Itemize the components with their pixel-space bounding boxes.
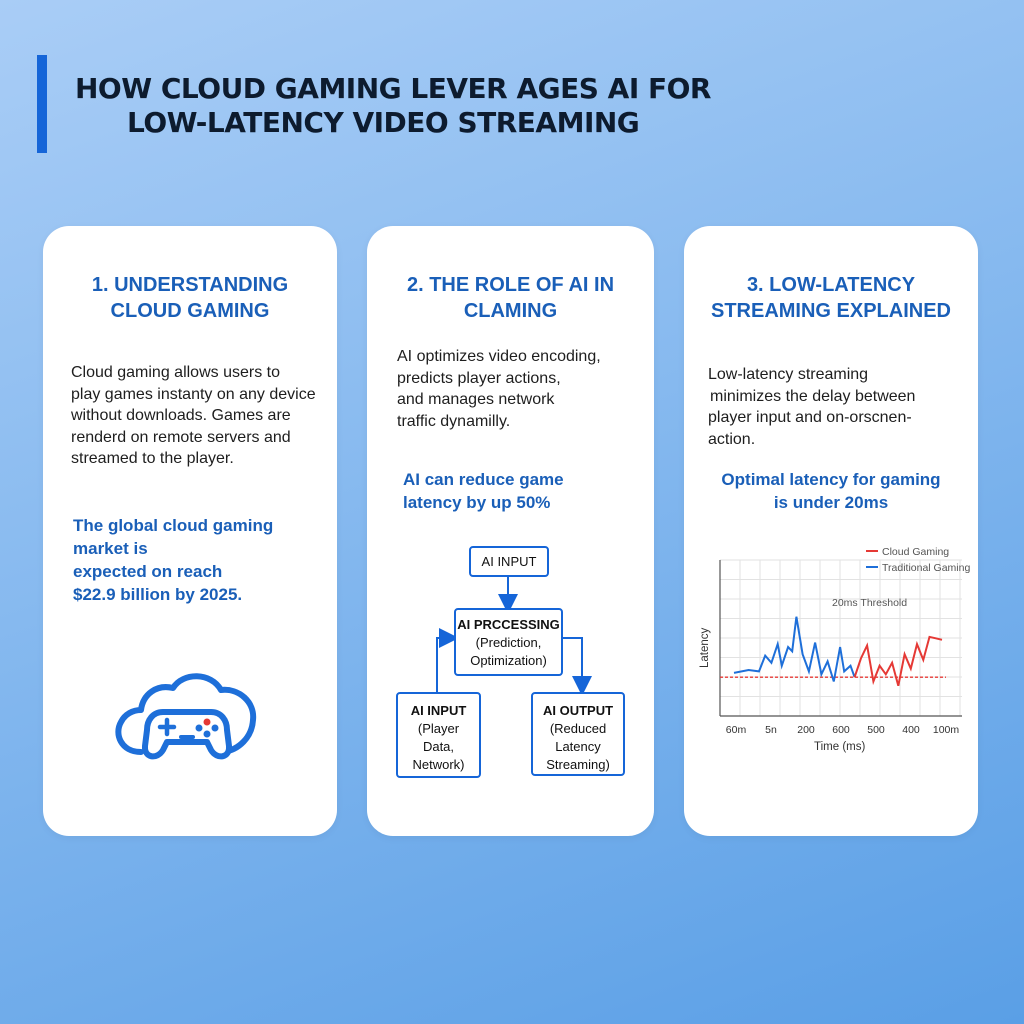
flow-box-title: AI OUTPUT	[542, 703, 614, 718]
flow-box-ai-input: AI INPUT (Player Data, Network)	[396, 692, 481, 778]
card-stat-line: expected on reach	[73, 562, 223, 581]
y-axis-label: Latency	[699, 627, 711, 668]
page-title: HOW CLOUD GAMING LEVER AGES AI FOR LOW-L…	[75, 72, 711, 140]
title-accent-bar	[37, 55, 47, 153]
x-tick-label: 500	[867, 724, 885, 736]
card-title-line: CLAMING	[463, 300, 558, 322]
card-body-line: renderd on remote servers and	[71, 428, 291, 446]
flow-box-line: (Reduced	[549, 721, 607, 736]
page-title-line2: LOW-LATENCY VIDEO STREAMING	[127, 106, 640, 139]
card-body: Cloud gaming allows users to play games …	[71, 362, 316, 470]
card-stat-line: is under 20ms	[773, 493, 889, 512]
card-stat-line: The global cloud gaming	[73, 516, 274, 535]
x-tick-label: 100m	[933, 724, 960, 736]
card-title-line: 3. LOW-LATENCY	[746, 274, 916, 296]
flow-box-ai-output: AI OUTPUT (Reduced Latency Streaming)	[531, 692, 625, 776]
card-body-line: minimizes the delay between	[710, 387, 916, 405]
latency-line-chart: 20ms Threshold Cloud Gaming Traditional …	[699, 546, 970, 753]
flow-box-line: (Prediction,	[475, 635, 542, 650]
card-stat: The global cloud gaming market is expect…	[73, 514, 273, 606]
card-title-line: 1. UNDERSTANDING	[91, 274, 289, 296]
card-title: 1. UNDERSTANDING CLOUD GAMING	[43, 272, 337, 324]
flow-box-line: Data,	[422, 739, 455, 754]
card-title-line: CLOUD GAMING	[110, 300, 270, 322]
cloud-gamepad-icon	[115, 673, 257, 760]
flow-box-line: Latency	[555, 739, 601, 754]
card-body-line: without downloads. Games are	[71, 407, 291, 424]
x-axis-label: Time (ms)	[814, 741, 865, 753]
card-title-line: STREAMING EXPLAINED	[710, 300, 952, 322]
chart-legend: Cloud Gaming Traditional Gaming	[866, 546, 970, 574]
card-body-line: Low-latency streaming	[708, 366, 869, 383]
flow-arrows	[436, 577, 592, 696]
card-body-line: and manages network	[397, 391, 555, 408]
card-body-line: traffic dynamilly.	[397, 412, 511, 430]
card-body-line: player input and on-orscnen-	[708, 409, 912, 426]
page-title-line1: HOW CLOUD GAMING LEVER AGES AI FOR	[75, 72, 711, 105]
flow-box-ai-processing: AI PRCCESSING (Prediction, Optimization)	[454, 608, 563, 676]
x-tick-label: 200	[797, 724, 815, 736]
card-body-line: predicts player actions,	[397, 369, 561, 387]
flow-box-line: Streaming)	[546, 757, 610, 772]
x-tick-label: 5n	[765, 724, 777, 736]
flow-box-title: AI PRCCESSING	[457, 617, 560, 632]
card-body: Low-latency streaming minimizes the dela…	[708, 364, 915, 450]
legend-label-cloud-gaming: Cloud Gaming	[882, 546, 949, 558]
threshold-label: 20ms Threshold	[832, 597, 907, 609]
card-stat-line: Optimal latency for gaming	[721, 470, 941, 489]
card-body: AI optimizes video encoding, predicts pl…	[397, 346, 601, 432]
card-role-of-ai: 2. THE ROLE OF AI IN CLAMING AI optimize…	[367, 226, 654, 836]
flow-box-title: AI INPUT	[410, 703, 467, 718]
arrow-player-to-processing	[436, 628, 459, 692]
card-body-line: action.	[708, 430, 756, 448]
card-understanding-cloud-gaming: 1. UNDERSTANDING CLOUD GAMING Cloud gami…	[43, 226, 337, 836]
card-title-line: 2. THE ROLE OF AI IN	[406, 274, 615, 296]
card-stat-line: $22.9 billion by 2025.	[73, 585, 243, 604]
x-tick-label: 60m	[726, 724, 747, 736]
x-tick-label: 600	[832, 724, 850, 736]
flow-box-ai-input-top: AI INPUT	[469, 546, 549, 577]
card-body-line: Cloud gaming allows users to	[71, 364, 280, 381]
chart-grid	[719, 559, 962, 717]
flow-box-line: Network)	[412, 757, 465, 772]
card-body-line: streamed to the player.	[71, 450, 234, 467]
x-tick-label: 400	[902, 724, 920, 736]
card-title: 2. THE ROLE OF AI IN CLAMING	[367, 272, 654, 324]
series-line-traditional-gaming	[733, 616, 856, 682]
card-stat-line: latency by up 50%	[403, 493, 551, 512]
legend-label-traditional-gaming: Traditional Gaming	[882, 562, 970, 574]
arrow-processing-to-output	[563, 637, 592, 696]
card-stat-line: AI can reduce game	[403, 470, 564, 489]
card-low-latency-streaming: 3. LOW-LATENCY STREAMING EXPLAINED Low-l…	[684, 226, 978, 836]
flow-box-label: AI INPUT	[481, 554, 537, 569]
card-body-line: play games instanty on any device	[71, 385, 316, 403]
card-stat: Optimal latency for gaming is under 20ms	[684, 468, 978, 514]
flow-box-line: Optimization)	[470, 653, 547, 668]
series-line-cloud-gaming	[853, 635, 943, 687]
card-stat: AI can reduce game latency by up 50%	[403, 468, 564, 514]
x-tick-labels: 60m 5n 200 600 500 400 100m	[726, 724, 960, 736]
flow-box-line: (Player	[417, 721, 460, 736]
card-title: 3. LOW-LATENCY STREAMING EXPLAINED	[684, 272, 978, 324]
card-stat-line: market is	[73, 539, 148, 558]
card-body-line: AI optimizes video encoding,	[397, 348, 601, 365]
